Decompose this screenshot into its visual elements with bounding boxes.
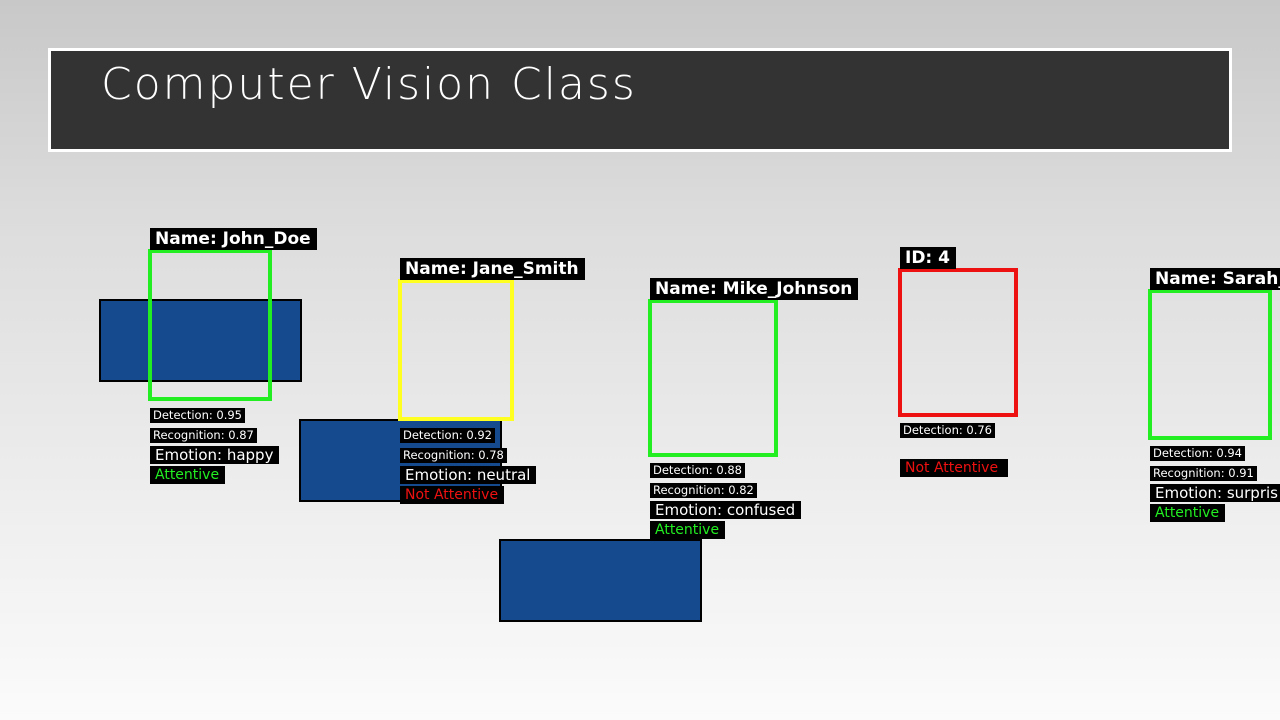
- blue-rectangle: [499, 539, 702, 622]
- person-name-label: Name: John_Doe: [150, 228, 317, 250]
- face-bounding-box: [148, 249, 272, 401]
- emotion-label: Emotion: neutral: [400, 466, 537, 484]
- detection-score-label: Detection: 0.92: [400, 428, 496, 443]
- person-id-label: ID: 4: [900, 247, 956, 269]
- recognition-score-label: Recognition: 0.82: [650, 483, 757, 498]
- face-bounding-box: [898, 268, 1018, 417]
- person-name-label: Name: Sarah_: [1150, 268, 1280, 290]
- emotion-label: Emotion: surpris: [1150, 484, 1280, 502]
- face-bounding-box: [648, 299, 778, 457]
- attention-status-label: Attentive: [150, 466, 226, 484]
- emotion-label: Emotion: confused: [650, 501, 802, 519]
- attention-status-label: Not Attentive: [900, 459, 1009, 477]
- person-name-label: Name: Jane_Smith: [400, 258, 585, 280]
- attention-status-label: Not Attentive: [400, 486, 505, 504]
- detection-score-label: Detection: 0.76: [900, 423, 996, 438]
- page-title: Computer Vision Class: [101, 59, 637, 110]
- person-name-label: Name: Mike_Johnson: [650, 278, 859, 300]
- emotion-label: Emotion: happy: [150, 446, 280, 464]
- detection-score-label: Detection: 0.88: [650, 463, 746, 478]
- face-bounding-box: [1148, 289, 1272, 440]
- face-bounding-box: [398, 279, 514, 421]
- recognition-score-label: Recognition: 0.87: [150, 428, 257, 443]
- recognition-score-label: Recognition: 0.91: [1150, 466, 1257, 481]
- detection-score-label: Detection: 0.94: [1150, 446, 1246, 461]
- class-header: Computer Vision Class: [48, 48, 1232, 152]
- detection-score-label: Detection: 0.95: [150, 408, 246, 423]
- attention-status-label: Attentive: [650, 521, 726, 539]
- recognition-score-label: Recognition: 0.78: [400, 448, 507, 463]
- attention-status-label: Attentive: [1150, 504, 1226, 522]
